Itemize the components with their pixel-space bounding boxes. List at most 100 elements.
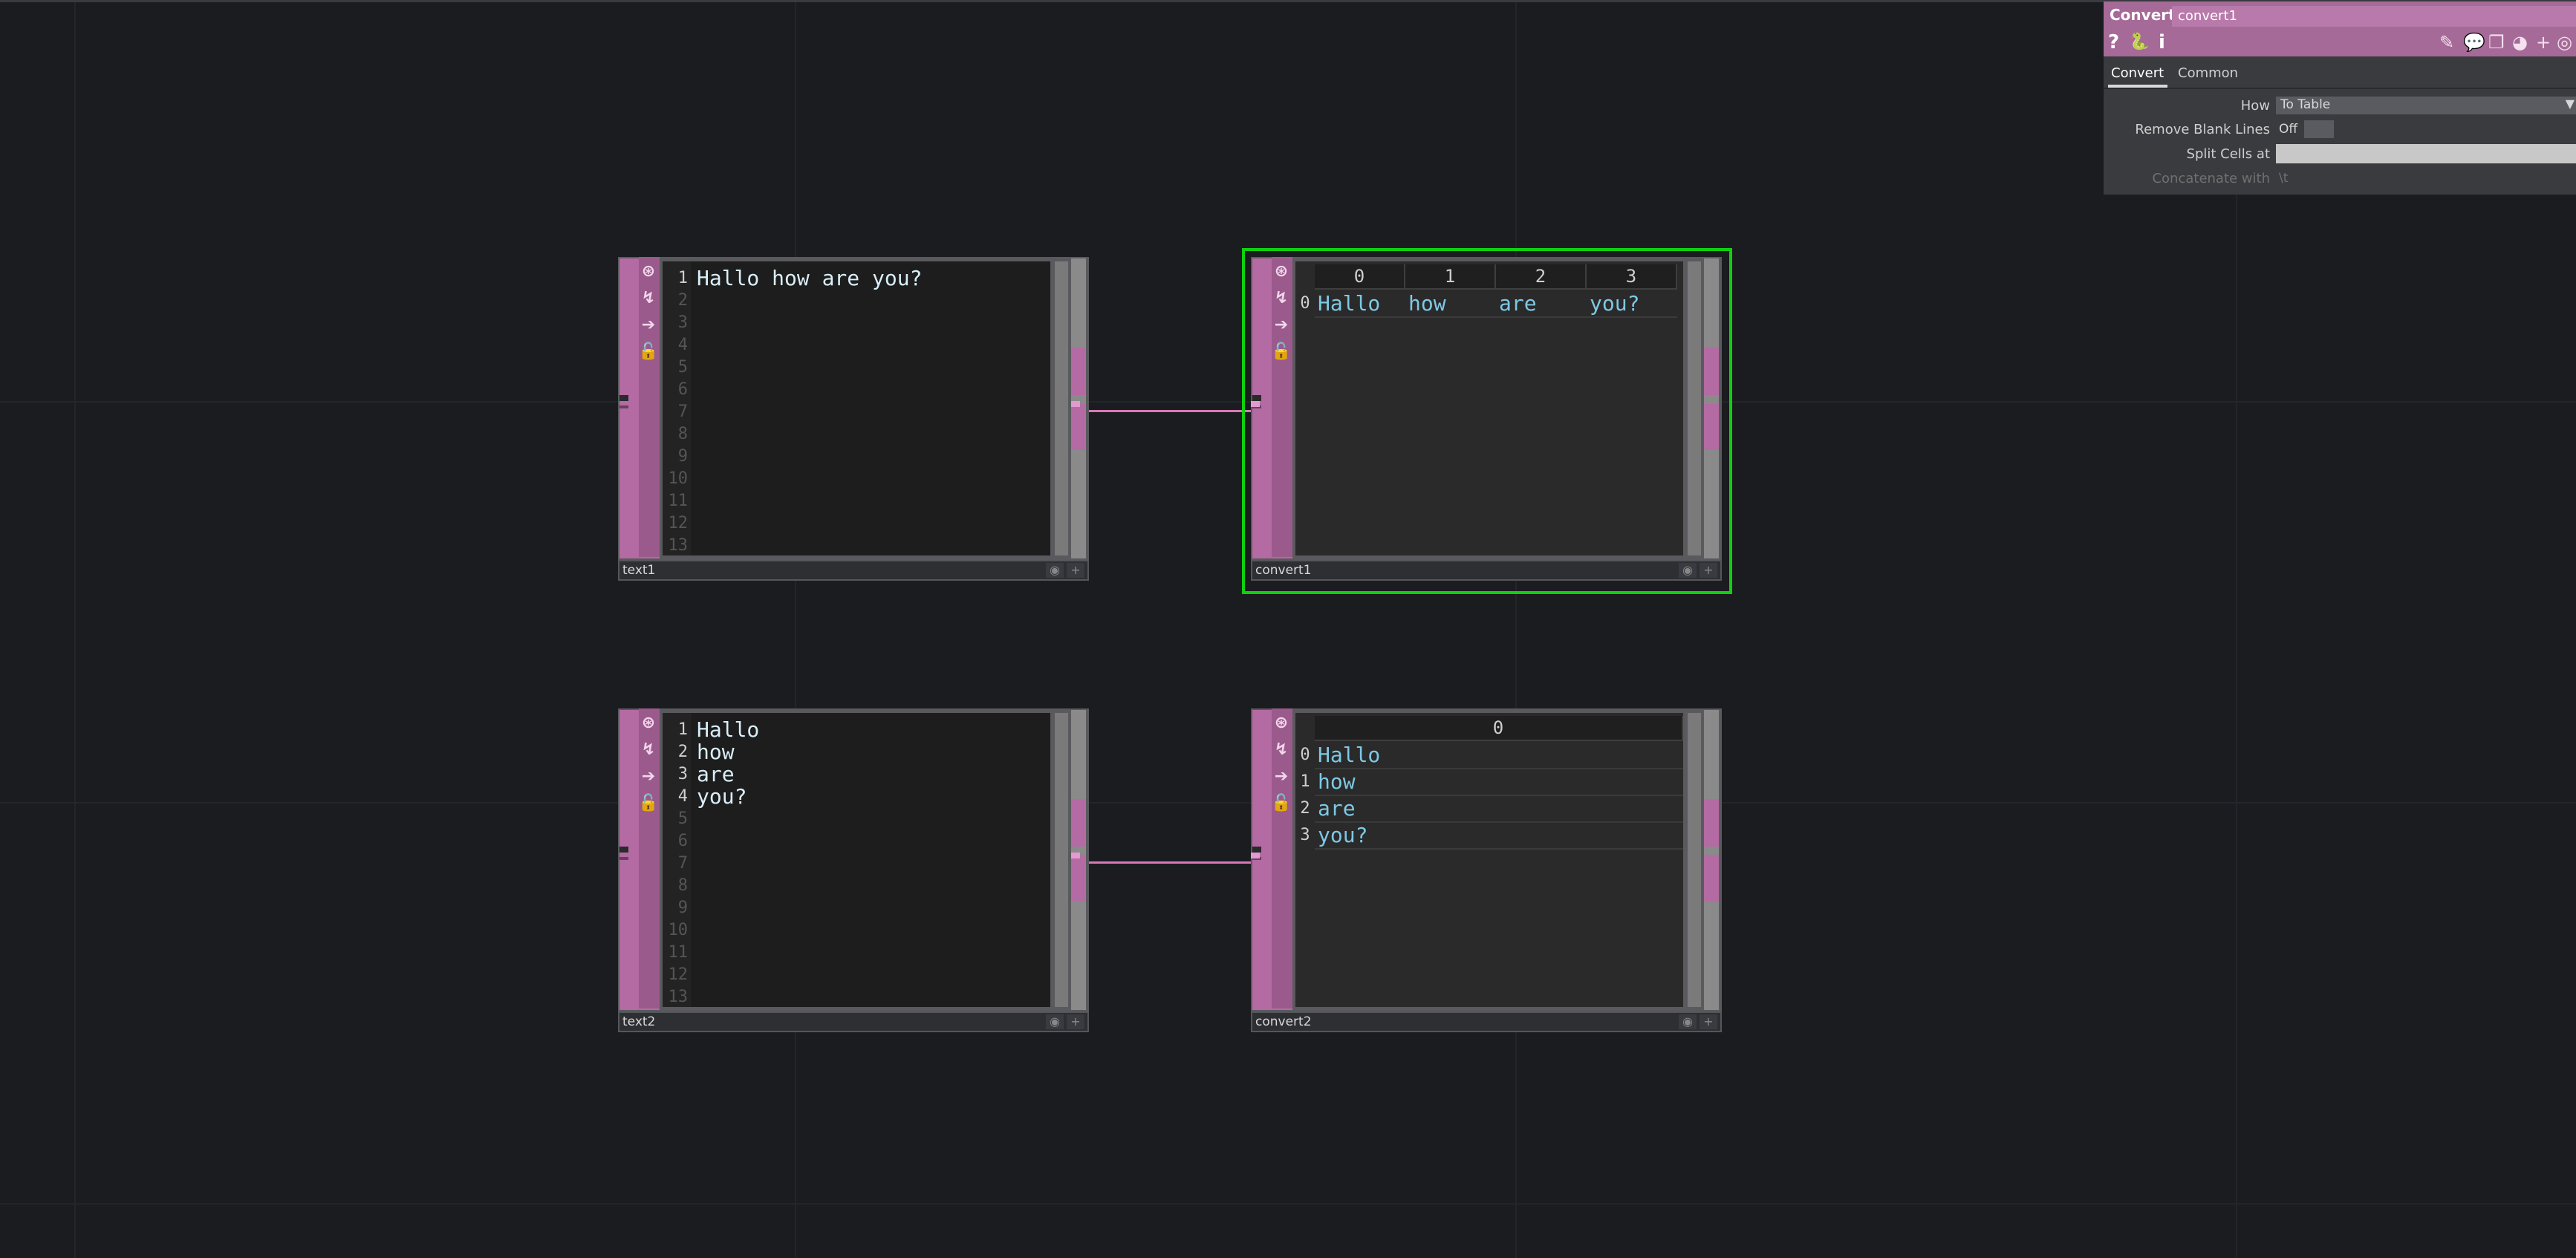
table-cell[interactable]: are bbox=[1318, 796, 1356, 821]
table-cell[interactable]: how bbox=[1408, 291, 1446, 316]
line-number: 2 bbox=[677, 291, 688, 310]
viewer-active-icon[interactable]: ⊛ bbox=[641, 714, 656, 732]
info-icon[interactable]: i bbox=[2159, 31, 2165, 53]
column-header[interactable]: 0 bbox=[1315, 716, 1683, 740]
line-number: 3 bbox=[677, 313, 688, 332]
text-line[interactable]: are bbox=[697, 762, 735, 786]
node-expand-icon[interactable]: + bbox=[1700, 563, 1717, 578]
column-header[interactable]: 3 bbox=[1587, 264, 1677, 288]
tab-convert[interactable]: Convert bbox=[2111, 65, 2164, 81]
table-cell[interactable]: Hallo bbox=[1318, 291, 1381, 316]
node-expand-icon[interactable]: + bbox=[1067, 1014, 1084, 1029]
text-line[interactable]: Hallo how are you? bbox=[697, 266, 923, 290]
node-expand-icon[interactable]: + bbox=[1700, 1014, 1717, 1029]
add-icon[interactable]: + bbox=[2536, 32, 2551, 53]
viewer-scrollbar[interactable] bbox=[1688, 261, 1701, 555]
node-nameplate[interactable]: convert1 ◉ + bbox=[1251, 560, 1722, 581]
text-line[interactable]: how bbox=[697, 740, 735, 764]
how-value: To Table bbox=[2280, 97, 2331, 112]
line-number: 13 bbox=[668, 988, 689, 1006]
how-dropdown[interactable]: To Table ▼ bbox=[2276, 97, 2576, 114]
viewer-scrollbar[interactable] bbox=[1688, 713, 1701, 1007]
line-number: 5 bbox=[677, 809, 688, 828]
node-viewer-toggle-icon[interactable]: ◉ bbox=[1679, 563, 1697, 578]
output-connector[interactable] bbox=[1071, 401, 1080, 407]
viewer-active-icon[interactable]: ⊛ bbox=[1274, 714, 1289, 732]
concatenate-value[interactable]: \t bbox=[2279, 171, 2289, 186]
viewer-active-icon[interactable]: ⊛ bbox=[1274, 262, 1289, 281]
line-number: 1 bbox=[677, 720, 688, 739]
bypass-icon[interactable]: ↯ bbox=[1274, 740, 1289, 759]
node-nameplate[interactable]: text2 ◉ + bbox=[618, 1011, 1089, 1032]
lock-icon[interactable]: 🔓 bbox=[1271, 794, 1292, 812]
display-flag-icon[interactable]: ➔ bbox=[641, 767, 656, 786]
table-cell[interactable]: you? bbox=[1590, 291, 1640, 316]
viewer-scrollbar[interactable] bbox=[1055, 261, 1068, 555]
output-connector[interactable] bbox=[1071, 853, 1080, 858]
line-number: 13 bbox=[668, 536, 689, 555]
python-help-icon[interactable]: 🐍 bbox=[2129, 33, 2150, 51]
node-expand-icon[interactable]: + bbox=[1067, 563, 1084, 578]
column-header[interactable]: 0 bbox=[1315, 264, 1405, 288]
remove-blank-lines-toggle[interactable] bbox=[2304, 120, 2334, 138]
table-header: 0 bbox=[1315, 716, 1683, 741]
bypass-icon[interactable]: ↯ bbox=[641, 289, 656, 307]
node-nameplate[interactable]: convert2 ◉ + bbox=[1251, 1011, 1722, 1032]
node-viewer-toggle-icon[interactable]: ◉ bbox=[1046, 563, 1064, 578]
text-line[interactable]: you? bbox=[697, 784, 747, 809]
line-number: 6 bbox=[677, 832, 688, 850]
comment-icon[interactable]: 💬 bbox=[2463, 32, 2485, 53]
node-nameplate[interactable]: text1 ◉ + bbox=[618, 560, 1089, 581]
viewer-active-icon[interactable]: ⊛ bbox=[641, 262, 656, 281]
split-cells-label: Split Cells at bbox=[2186, 146, 2270, 162]
lock-icon[interactable]: 🔓 bbox=[1271, 342, 1292, 361]
table-cell[interactable]: Hallo bbox=[1318, 743, 1381, 767]
display-flag-icon[interactable]: ➔ bbox=[1274, 316, 1289, 334]
table-cell[interactable]: are bbox=[1499, 291, 1537, 316]
display-flag-icon[interactable]: ➔ bbox=[1274, 767, 1289, 786]
table-cell[interactable]: you? bbox=[1318, 823, 1368, 847]
bypass-icon[interactable]: ↯ bbox=[641, 740, 656, 759]
row-index: 0 bbox=[1300, 294, 1310, 313]
help-icon[interactable]: ? bbox=[2108, 31, 2120, 53]
concatenate-label: Concatenate with bbox=[2152, 171, 2270, 186]
wire-text2-to-convert2[interactable] bbox=[1080, 861, 1258, 864]
row-divider bbox=[1315, 768, 1683, 769]
parameter-panel: Convert convert1 ? 🐍 i ✎ 💬 ❐ ◕ + ◎ Conve… bbox=[2104, 0, 2576, 195]
wire-text1-to-convert1[interactable] bbox=[1080, 410, 1258, 412]
line-number: 3 bbox=[677, 765, 688, 783]
input-connector[interactable] bbox=[1251, 401, 1260, 407]
target-icon[interactable]: ◎ bbox=[2557, 32, 2572, 53]
line-number: 9 bbox=[677, 899, 688, 917]
viewer-scrollbar[interactable] bbox=[1055, 713, 1068, 1007]
op-name-field[interactable] bbox=[2172, 6, 2576, 27]
tab-common[interactable]: Common bbox=[2178, 65, 2239, 81]
split-cells-input[interactable] bbox=[2276, 144, 2576, 163]
panel-titlebar: Convert convert1 bbox=[2104, 1, 2576, 28]
node-viewer-toggle-icon[interactable]: ◉ bbox=[1679, 1014, 1697, 1029]
table-cell[interactable]: how bbox=[1318, 769, 1356, 794]
column-header[interactable]: 2 bbox=[1496, 264, 1587, 288]
lock-icon[interactable]: 🔓 bbox=[638, 794, 659, 812]
edit-icon[interactable]: ✎ bbox=[2439, 32, 2455, 53]
bypass-icon[interactable]: ↯ bbox=[1274, 289, 1289, 307]
display-flag-icon[interactable]: ➔ bbox=[641, 316, 656, 334]
node-viewer-toggle-icon[interactable]: ◉ bbox=[1046, 1014, 1064, 1029]
line-number: 4 bbox=[677, 336, 688, 354]
text-line[interactable]: Hallo bbox=[697, 717, 760, 742]
input-connector[interactable] bbox=[1251, 853, 1260, 858]
color-icon[interactable]: ◕ bbox=[2512, 32, 2528, 53]
copy-icon[interactable]: ❐ bbox=[2488, 32, 2505, 53]
column-header[interactable]: 1 bbox=[1405, 264, 1496, 288]
lock-icon[interactable]: 🔓 bbox=[638, 342, 659, 361]
